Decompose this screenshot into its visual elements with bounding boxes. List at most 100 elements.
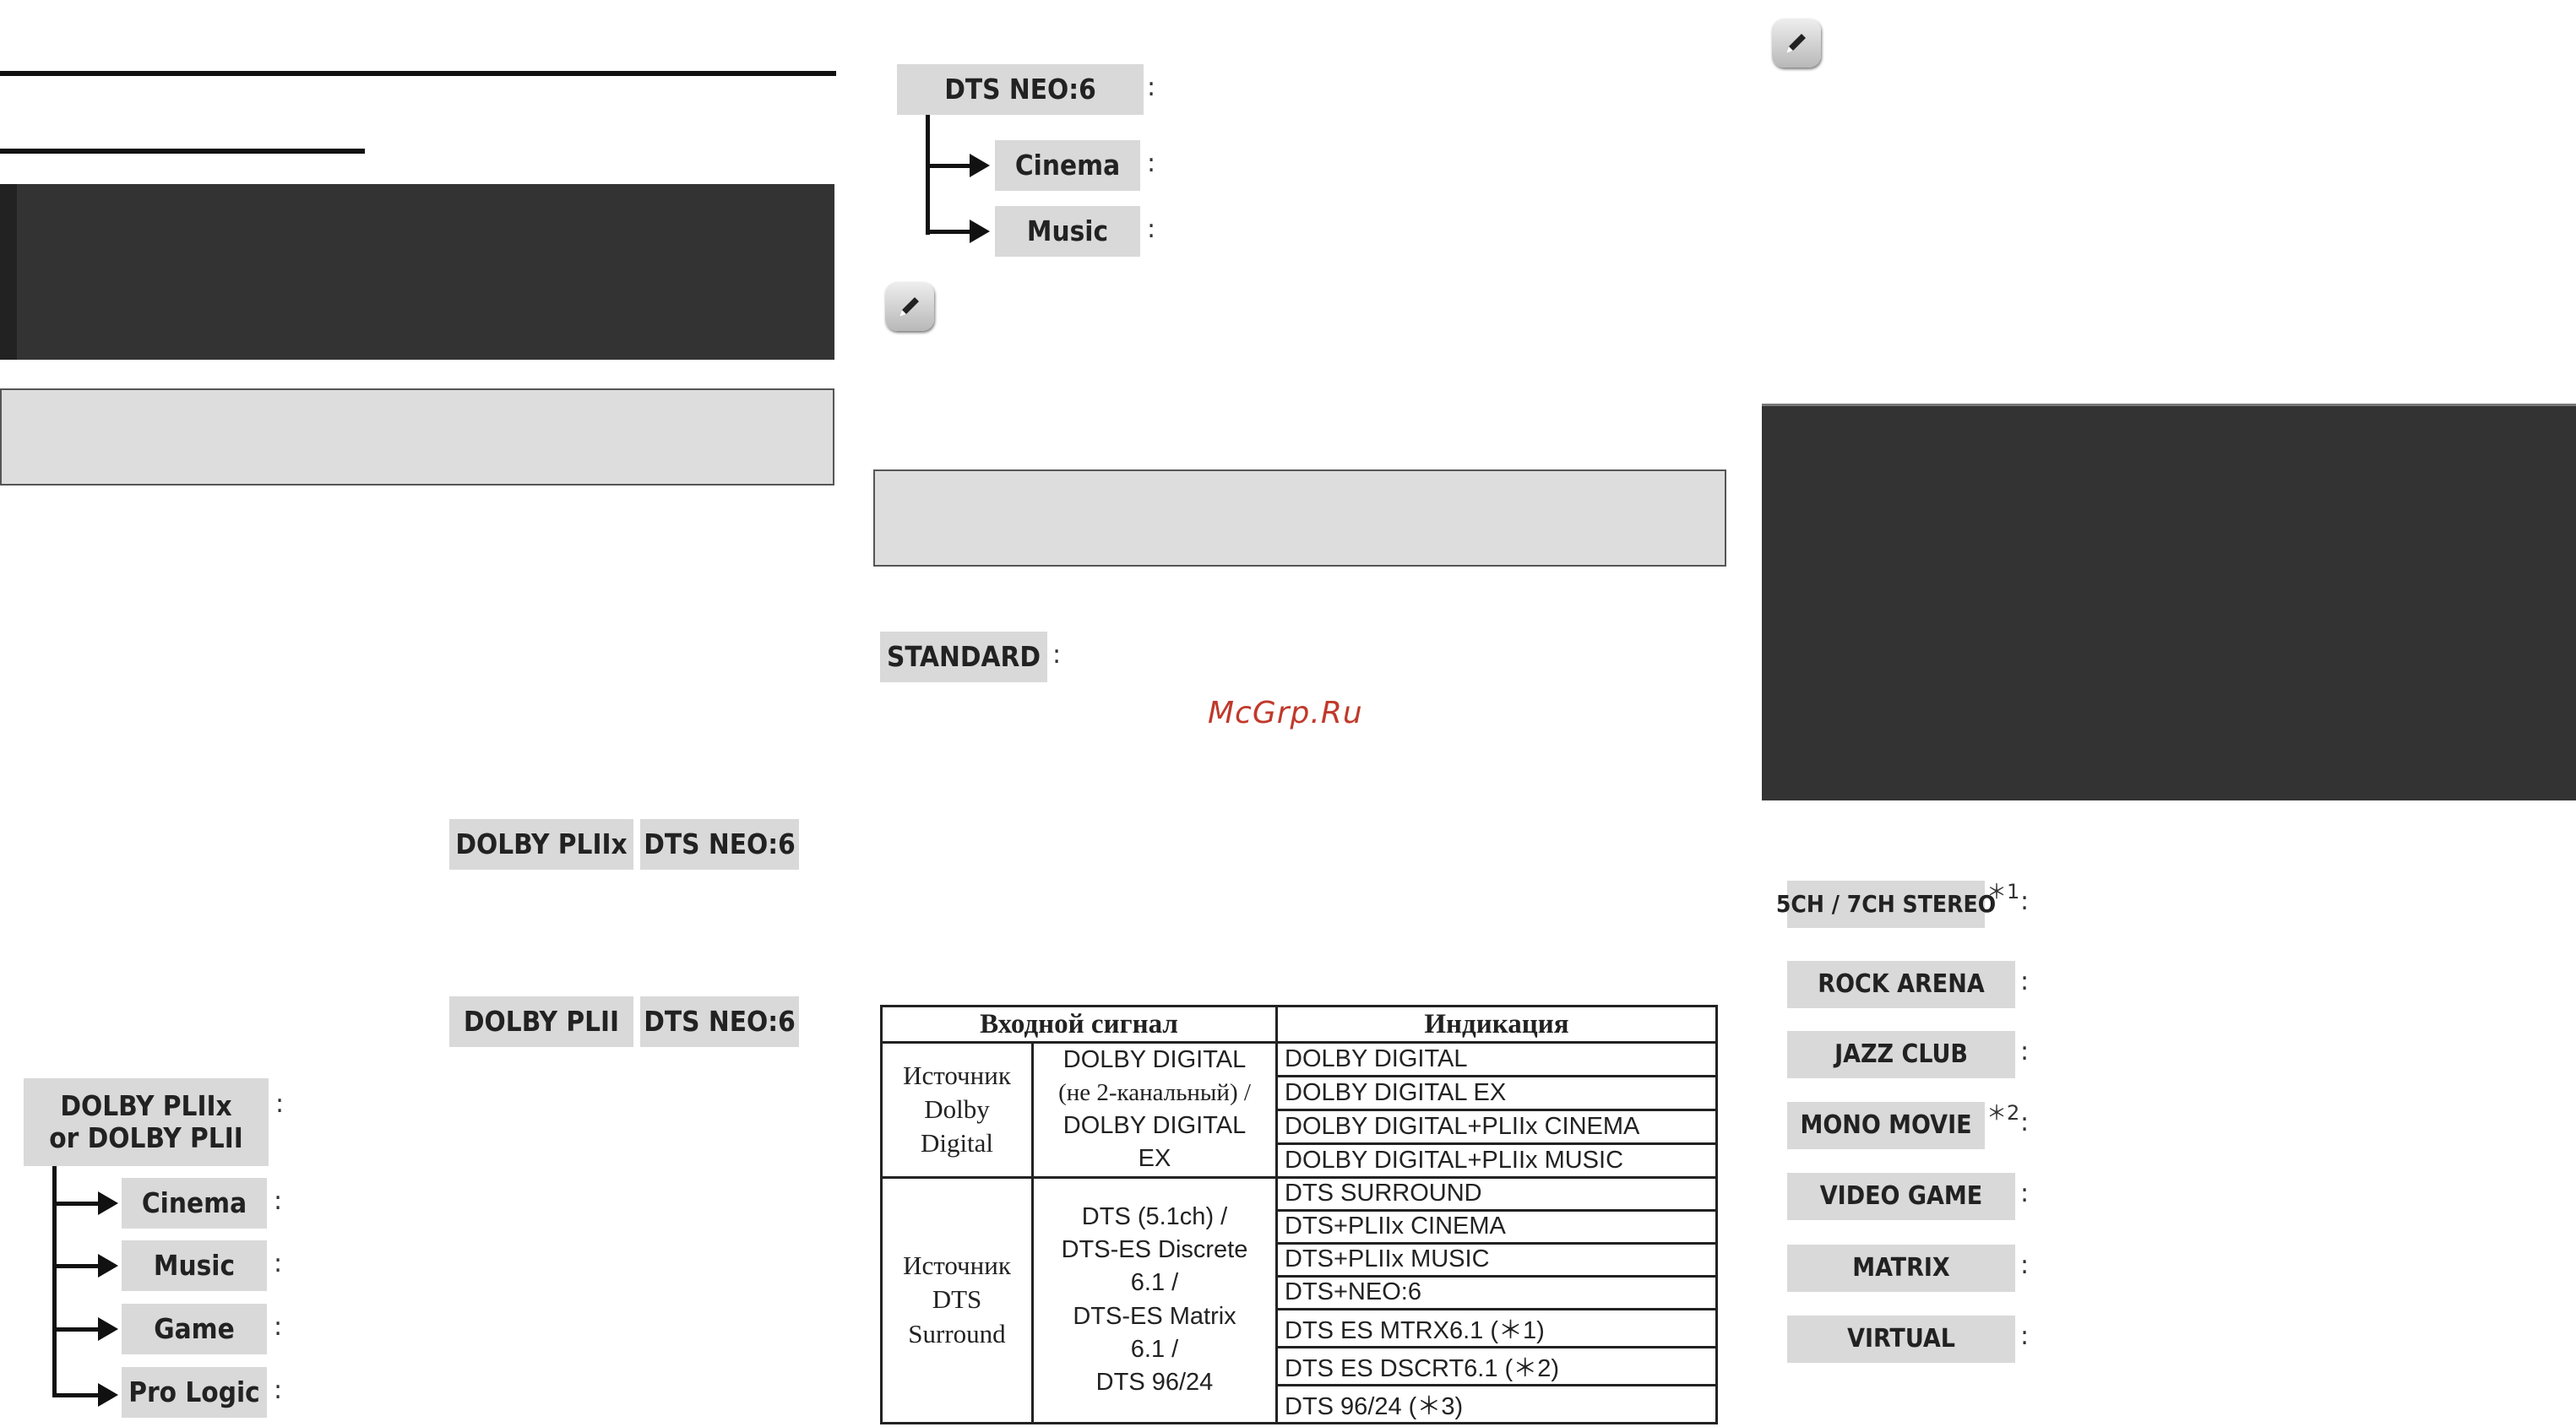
footnote-mark-1: ＊1 — [1986, 880, 2020, 903]
mode-tag-matrix: MATRIX — [1787, 1245, 2015, 1292]
tree-root-dolby: DOLBY PLIIx or DOLBY PLII — [24, 1078, 269, 1166]
mode-tag-mono-movie: MONO MOVIE — [1787, 1102, 1985, 1149]
indication-cell: DTS+PLIIx MUSIC — [1275, 1241, 1718, 1278]
colon-prologic: : — [274, 1375, 283, 1405]
indication-cell: DTS ES MTRX6.1 (＊1) — [1275, 1307, 1718, 1348]
input-dts-cell: DTS (5.1ch) / DTS-ES Discrete 6.1 / DTS-… — [1031, 1175, 1278, 1424]
tree-trunk-dts — [926, 115, 930, 235]
section-subheader-band-2 — [873, 469, 1726, 567]
tree-child-game: Game — [122, 1304, 267, 1354]
colon-game: : — [274, 1312, 283, 1342]
tree-root-dts-neo6: DTS NEO:6 — [897, 64, 1144, 115]
indication-cell: DTS ES DSCRT6.1 (＊2) — [1275, 1345, 1718, 1386]
colon-dts-music: : — [1147, 214, 1156, 244]
tree-child-dts-music: Music — [995, 206, 1140, 257]
footnote-mark-2: ＊2 — [1986, 1101, 2020, 1125]
table-header-input: Входной сигнал — [880, 1005, 1278, 1044]
colon-mono-movie: : — [2020, 1108, 2030, 1137]
mode-tag-dts-neo6-2: DTS NEO:6 — [640, 996, 799, 1047]
heading-rule-short — [0, 149, 365, 154]
pencil-note-icon-2 — [1772, 19, 1821, 68]
signal-indication-table: Входной сигнал Индикация Источник Dolby … — [880, 1005, 1718, 1424]
table-row: DTS+NEO:6 — [882, 1274, 1718, 1310]
indication-cell: DOLBY DIGITAL EX — [1275, 1074, 1718, 1111]
input-line: 6.1 / — [1130, 1335, 1179, 1363]
colon-cinema: : — [274, 1186, 283, 1216]
tree-child-cinema: Cinema — [122, 1178, 267, 1229]
tree-trunk — [52, 1166, 57, 1397]
table-row: Источник DTS Surround DTS (5.1ch) / DTS-… — [880, 1175, 1718, 1424]
source-line: Источник — [903, 1060, 1011, 1090]
colon-video-game: : — [2020, 1179, 2030, 1208]
input-line: 6.1 / — [1130, 1269, 1179, 1297]
source-line: Digital — [920, 1128, 994, 1158]
tree-root-colon: : — [275, 1089, 285, 1119]
tree-arrow-dts-music — [926, 220, 990, 243]
section-header-band-2 — [1762, 404, 2576, 800]
colon-5ch: : — [2020, 887, 2030, 916]
indication-cell: DTS 96/24 (＊3) — [1275, 1383, 1718, 1424]
colon-music: : — [274, 1249, 283, 1278]
tree-child-dts-cinema: Cinema — [995, 140, 1140, 191]
input-line: DOLBY DIGITAL — [1062, 1112, 1247, 1140]
input-line: DTS-ES Discrete — [1061, 1236, 1248, 1264]
table-row: DTS 96/24 (＊3) — [882, 1383, 1718, 1424]
indication-cell: DOLBY DIGITAL+PLIIx MUSIC — [1275, 1142, 1718, 1179]
table-row: DTS+PLIIx MUSIC — [882, 1241, 1718, 1278]
source-dolby-cell: Источник Dolby Digital — [880, 1041, 1034, 1179]
table-row: DOLBY DIGITAL+PLIIx MUSIC — [882, 1142, 1718, 1179]
indication-cell: DTS SURROUND — [1275, 1175, 1718, 1212]
tree-arrow-game — [52, 1317, 118, 1341]
indication-cell: DTS+NEO:6 — [1275, 1274, 1718, 1310]
table-row: Источник Dolby Digital DOLBY DIGITAL (не… — [880, 1041, 1718, 1179]
tree-child-prologic: Pro Logic — [122, 1367, 267, 1418]
tree-arrow-prologic — [52, 1383, 118, 1407]
colon-dts-cinema: : — [1147, 149, 1156, 178]
source-line: Источник — [903, 1251, 1011, 1281]
input-line: DTS 96/24 — [1095, 1368, 1214, 1396]
input-line: DTS (5.1ch) / — [1081, 1203, 1228, 1231]
table-row: DTS+PLIIx CINEMA — [882, 1208, 1718, 1245]
source-dts-cell: Источник DTS Surround — [880, 1175, 1034, 1424]
table-header-row: Входной сигнал Индикация — [880, 1005, 1718, 1044]
tree-arrow-cinema — [52, 1191, 118, 1215]
table-row: DTS ES DSCRT6.1 (＊2) — [882, 1345, 1718, 1386]
colon-rock-arena: : — [2020, 967, 2030, 996]
colon-matrix: : — [2020, 1251, 2030, 1280]
mode-tag-dts-neo6: DTS NEO:6 — [640, 819, 799, 870]
section-header-band — [0, 184, 834, 360]
indication-cell: DOLBY DIGITAL+PLIIx CINEMA — [1275, 1108, 1718, 1145]
mode-tag-dolby-pliix: DOLBY PLIIx — [449, 819, 633, 870]
mode-tag-5ch-7ch-stereo: 5CH / 7CH STEREO — [1776, 881, 1996, 928]
source-line: Dolby — [924, 1094, 990, 1125]
source-line: Surround — [908, 1318, 1006, 1348]
pencil-note-icon — [885, 282, 934, 331]
colon-standard: : — [1052, 640, 1062, 670]
mode-tag-virtual: VIRTUAL — [1787, 1316, 2015, 1363]
heading-rule-top — [0, 71, 836, 76]
tree-root-dts-colon: : — [1147, 73, 1156, 102]
indication-cell: DTS+PLIIx CINEMA — [1275, 1208, 1718, 1245]
input-line: DTS-ES Matrix — [1073, 1302, 1236, 1330]
tree-root-line1: DOLBY PLIIx — [60, 1089, 232, 1123]
colon-virtual: : — [2020, 1321, 2030, 1351]
tree-arrow-music — [52, 1254, 118, 1278]
mode-tag-jazz-club: JAZZ CLUB — [1787, 1031, 2015, 1078]
mode-tag-rock-arena: ROCK ARENA — [1787, 961, 2015, 1008]
tree-root-line2: or DOLBY PLII — [49, 1121, 243, 1154]
table-row: DTS ES MTRX6.1 (＊1) — [882, 1307, 1718, 1348]
mode-tag-video-game: VIDEO GAME — [1787, 1173, 2015, 1220]
watermark: McGrp.Ru — [1208, 696, 1363, 730]
source-line: DTS — [932, 1284, 982, 1315]
section-subheader-band — [0, 388, 834, 486]
colon-jazz-club: : — [2020, 1037, 2030, 1066]
table-row: DOLBY DIGITAL EX — [882, 1074, 1718, 1111]
tree-arrow-dts-cinema — [926, 154, 990, 177]
tree-child-music: Music — [122, 1240, 267, 1291]
input-line: EX — [1138, 1145, 1171, 1173]
input-line: DOLBY DIGITAL — [1062, 1046, 1247, 1073]
table-row: DOLBY DIGITAL+PLIIx CINEMA — [882, 1108, 1718, 1145]
input-line: (не 2-канальный) / — [1058, 1079, 1251, 1107]
table-header-indication: Индикация — [1275, 1005, 1718, 1044]
input-dolby-cell: DOLBY DIGITAL (не 2-канальный) / DOLBY D… — [1031, 1041, 1278, 1179]
